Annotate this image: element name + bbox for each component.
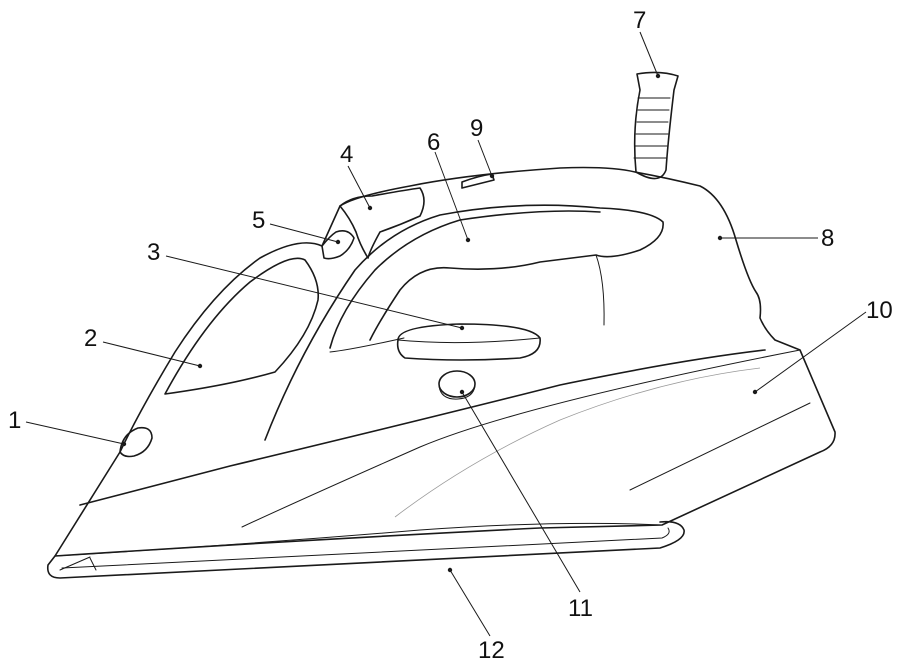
leader-4 [347,165,371,209]
callout-7: 7 [633,7,646,34]
leader-9 [477,139,493,177]
handle [264,204,664,441]
callout-10: 10 [866,297,893,324]
leader-1 [25,421,125,445]
temperature-dial [396,323,541,361]
filling-inlet-cover [119,426,153,458]
leader-10 [754,311,867,393]
leader-11 [461,391,581,593]
iron-body [54,166,836,571]
water-level-indicator [461,173,495,189]
callout-4: 4 [340,141,353,168]
soleplate [46,520,685,579]
steam-selector-knob [438,370,476,400]
leader-3 [165,255,463,329]
steam-burst-button [321,230,355,260]
callout-9: 9 [470,115,483,142]
callout-3: 3 [147,239,160,266]
leader-dots [121,73,758,573]
callout-8: 8 [821,225,834,252]
callout-2: 2 [84,325,97,352]
leader-2 [102,341,201,367]
spray-button [339,187,425,259]
callout-12: 12 [478,637,505,662]
leader-12 [449,569,491,637]
leader-5 [269,223,339,243]
leader-7 [639,31,659,77]
water-tank-window [164,257,320,395]
leader-6 [434,151,469,241]
callout-5: 5 [252,207,265,234]
cable-protector [633,71,679,180]
leader-lines [25,31,867,637]
callout-11: 11 [568,595,593,622]
callout-labels: 1 2 3 4 5 6 7 8 9 10 11 12 [8,7,893,662]
callout-1: 1 [8,407,21,434]
callout-6: 6 [427,129,440,156]
